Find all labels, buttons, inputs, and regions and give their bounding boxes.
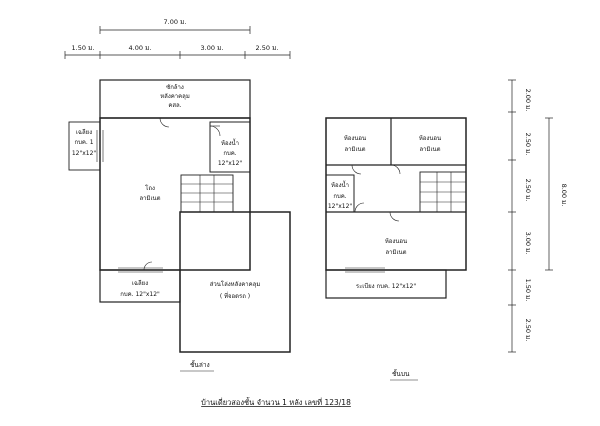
dim-top-1: 1.50 ม. <box>72 44 95 52</box>
gf-bathroom-label-1: ห้องน้ำ <box>221 137 239 147</box>
gf-garage-label-1: ส่วนโล่งหลังคาคลุม <box>210 280 261 288</box>
dim-total-width: 7.00 ม. <box>164 18 187 26</box>
uf-bathroom-label-1: ห้องน้ำ <box>331 179 349 189</box>
upper-floor-caption: ชั้นบน <box>392 369 410 378</box>
gf-wash-label-2: หลังคาคลุม <box>160 93 190 100</box>
uf-bedroom1-label-1: ห้องนอน <box>344 135 366 142</box>
gf-side-window-label-2: กบค. 1 <box>74 139 93 146</box>
gf-porch-label-2: กบค. 12"x12" <box>120 291 160 298</box>
upper-floor-plan <box>325 117 467 299</box>
gf-bathroom-label-3: 12"x12" <box>218 160 243 167</box>
top-dimension-lines <box>64 26 291 59</box>
dim-right-2: 2.50 ม. <box>524 133 532 156</box>
ground-floor-plan <box>68 79 291 353</box>
gf-wash-label-3: คสล. <box>168 102 181 109</box>
uf-bedroom2-label-1: ห้องนอน <box>419 135 441 142</box>
ground-floor-caption: ชั้นล่าง <box>190 360 210 369</box>
gf-hall-label-2: ลามิเนต <box>139 195 160 202</box>
gf-porch-label-1: เฉลียง <box>132 279 148 287</box>
dim-top-2: 4.00 ม. <box>129 44 152 52</box>
gf-hall-label-1: โถง <box>145 184 155 192</box>
right-dimension-lines <box>508 79 553 353</box>
uf-bathroom-label-2: กบค. <box>333 193 346 200</box>
uf-bedroom2-label-2: ลามิเนต <box>419 146 440 153</box>
dim-right-3: 2.50 ม. <box>524 179 532 202</box>
gf-bathroom-label-2: กบค. <box>223 150 236 157</box>
dim-top-4: 2.50 ม. <box>256 44 279 52</box>
dim-right-1: 2.00 ม. <box>524 89 532 112</box>
gf-side-window-label-3: 12"x12" <box>72 150 97 157</box>
gf-garage-label-2: ( ที่จอดรถ ) <box>220 292 250 300</box>
dim-right-5: 1.50 ม. <box>524 279 532 302</box>
drawing-title: บ้านเดี่ยวสองชั้น จำนวน 1 หลัง เลขที่ 12… <box>201 397 351 407</box>
uf-bathroom-label-3: 12"x12" <box>328 203 353 210</box>
dim-right-4: 3.00 ม. <box>524 232 532 255</box>
dim-right-6: 2.50 ม. <box>524 319 532 342</box>
uf-bedroom3-label-2: ลามิเนต <box>385 249 406 256</box>
uf-bedroom1-label-2: ลามิเนต <box>344 146 365 153</box>
uf-bedroom3-label-1: ห้องนอน <box>385 238 407 245</box>
gf-side-window-label-1: เฉลียง <box>76 128 92 136</box>
dim-total-depth: 8.00 ม. <box>560 184 568 207</box>
gf-wash-label-1: ซักล้าง <box>166 84 184 91</box>
dim-top-3: 3.00 ม. <box>201 44 224 52</box>
uf-balcony-label: ระเบียง กบค. 12"x12" <box>356 282 417 290</box>
